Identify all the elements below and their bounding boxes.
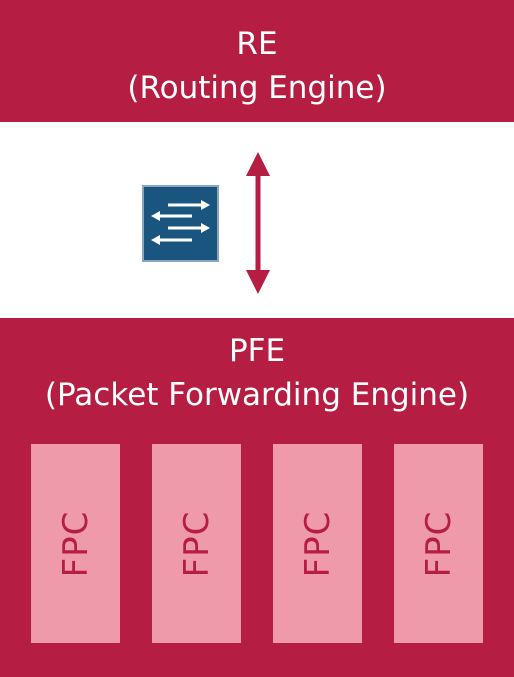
- re-block: [0, 0, 514, 122]
- fpc-card: FPC: [394, 444, 483, 643]
- switch-arrows-icon: [142, 185, 219, 262]
- pfe-subtitle: (Packet Forwarding Engine): [44, 377, 470, 413]
- fpc-label: FPC: [297, 510, 338, 577]
- fpc-card: FPC: [152, 444, 241, 643]
- fpc-card: FPC: [31, 444, 120, 643]
- fpc-card: FPC: [273, 444, 362, 643]
- fpc-label: FPC: [176, 510, 217, 577]
- double-arrow-icon: [246, 152, 270, 294]
- fpc-label: FPC: [418, 510, 459, 577]
- fpc-label: FPC: [55, 510, 96, 577]
- re-title: RE: [236, 26, 278, 62]
- pfe-title: PFE: [228, 333, 286, 369]
- re-subtitle: (Routing Engine): [127, 70, 387, 106]
